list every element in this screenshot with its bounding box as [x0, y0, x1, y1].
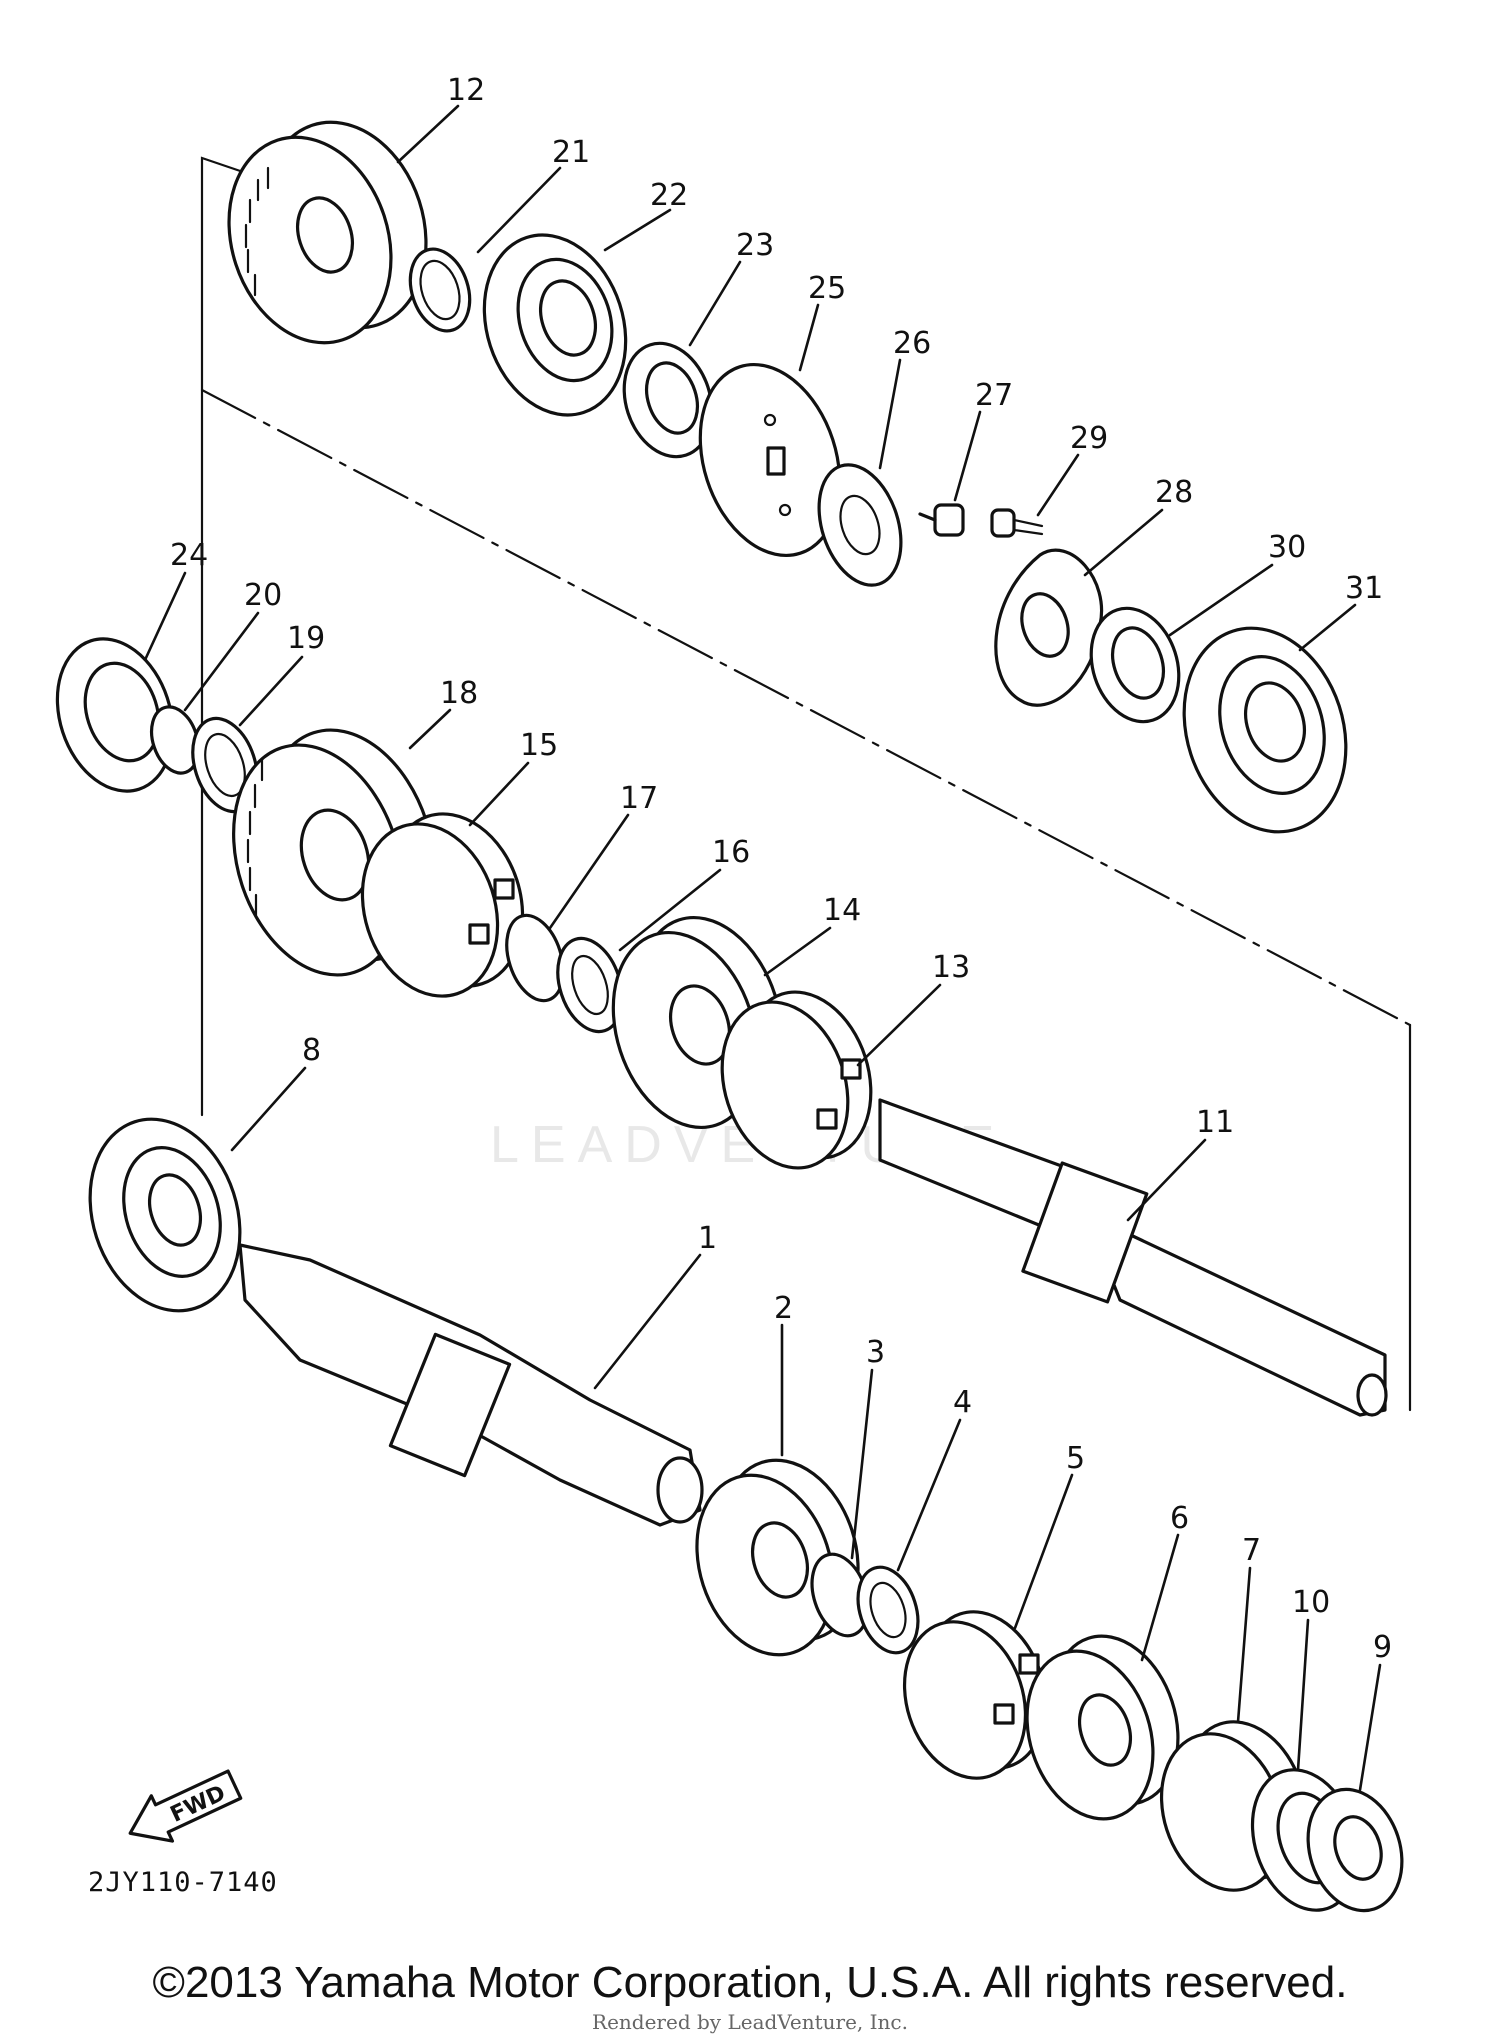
part-15-gear [360, 812, 525, 998]
callout-19: 19 [287, 621, 325, 656]
assembly-frame [200, 156, 1412, 1412]
part-11-drive-axle [878, 1098, 1388, 1417]
part-6-gear [1025, 1634, 1180, 1821]
callout-9: 9 [1373, 1630, 1392, 1665]
callout-4: 4 [953, 1385, 972, 1420]
part-4-washer [856, 1565, 920, 1655]
callout-11: 11 [1196, 1105, 1234, 1140]
callout-23: 23 [736, 228, 774, 263]
callout-16: 16 [712, 835, 750, 870]
part-27-bolt [918, 503, 965, 537]
part-24-bearing [55, 637, 175, 793]
callout-10: 10 [1292, 1585, 1330, 1620]
callout-numbers: 12 21 22 23 25 26 27 29 28 30 31 24 20 1… [170, 73, 1392, 1665]
callout-20: 20 [244, 578, 282, 613]
callout-6: 6 [1170, 1501, 1189, 1536]
part-8-bearing [88, 1117, 242, 1313]
callout-29: 29 [1070, 421, 1108, 456]
callout-21: 21 [552, 135, 590, 170]
callout-17: 17 [620, 781, 658, 816]
callout-25: 25 [808, 271, 846, 306]
part-13-gear [720, 990, 873, 1170]
callout-2: 2 [774, 1291, 793, 1326]
callout-24: 24 [170, 538, 208, 573]
part-2-gear [695, 1458, 860, 1657]
callout-28: 28 [1155, 475, 1193, 510]
callout-22: 22 [650, 178, 688, 213]
part-22-bearing [482, 233, 628, 417]
part-26-lock-washer [817, 463, 903, 587]
part-12-gear [227, 120, 428, 345]
callout-12: 12 [447, 73, 485, 108]
part-31-bearing [1182, 626, 1348, 834]
part-21-washer [408, 247, 472, 333]
part-18-gear [232, 728, 436, 977]
part-5-gear [902, 1610, 1048, 1780]
rendered-by-credit: Rendered by LeadVenture, Inc. [592, 2010, 908, 2034]
part-25-sprocket [698, 362, 842, 558]
fwd-arrow-icon: FWD [128, 1769, 243, 1843]
copyright-notice: ©2013 Yamaha Motor Corporation, U.S.A. A… [152, 1958, 1348, 2007]
part-9-oil-seal [1306, 1787, 1404, 1913]
callout-14: 14 [823, 893, 861, 928]
callout-31: 31 [1345, 571, 1383, 606]
callout-5: 5 [1066, 1441, 1085, 1476]
part-29-bolt [990, 508, 1044, 538]
part-17-circlip [505, 913, 565, 1003]
callout-8: 8 [302, 1033, 321, 1068]
part-30-oil-seal [1089, 606, 1181, 724]
callout-30: 30 [1268, 530, 1306, 565]
diagram-code: 2JY110-7140 [88, 1867, 278, 1898]
callout-leaders [143, 104, 1382, 1792]
part-1-main-axle [238, 1243, 704, 1527]
callout-15: 15 [520, 728, 558, 763]
callout-27: 27 [975, 378, 1013, 413]
part-28-plate [994, 548, 1104, 707]
part-23-oil-seal [622, 341, 714, 459]
callout-26: 26 [893, 326, 931, 361]
callout-3: 3 [866, 1335, 885, 1370]
callout-13: 13 [932, 950, 970, 985]
callout-1: 1 [698, 1221, 717, 1256]
callout-18: 18 [440, 676, 478, 711]
callout-7: 7 [1242, 1533, 1261, 1568]
